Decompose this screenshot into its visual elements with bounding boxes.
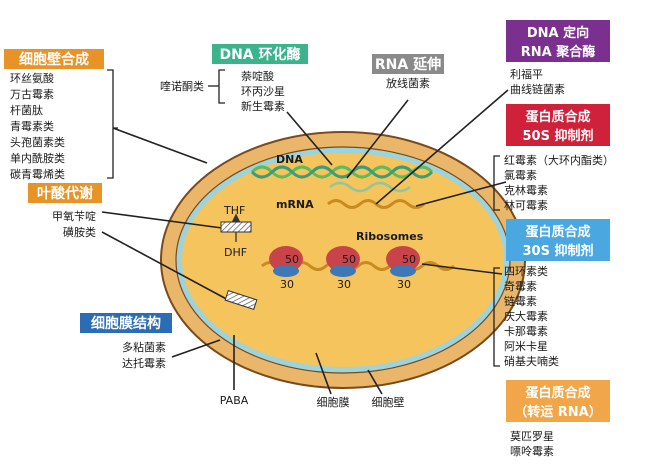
ribosome-2 <box>326 246 360 277</box>
protein-50s-title-2: 50S 抑制剂 <box>523 128 594 144</box>
dna-label: DNA <box>276 153 303 166</box>
drug-item: 红霉素（大环内酯类） <box>504 153 614 167</box>
membrane-structure-box <box>80 313 172 333</box>
pointer-lines <box>101 89 509 395</box>
drug-item: 克林霉素 <box>504 183 548 197</box>
mrna-label: mRNA <box>276 198 314 211</box>
rna-elongation-drug: 放线菌素 <box>386 76 430 90</box>
rna-elongation-box <box>372 54 444 74</box>
trimethoprim-target-box <box>220 221 252 233</box>
drug-item: 奇霉素 <box>504 280 537 293</box>
drug-item: 单内酰胺类 <box>10 151 65 165</box>
ribosome-2-30-label: 30 <box>337 278 351 291</box>
ribosome-3 <box>386 246 420 277</box>
ribosome-1-30-label: 30 <box>280 278 294 291</box>
rna-polymerase-title-1: DNA 定向 <box>527 25 589 41</box>
cell-wall-synthesis-title: 细胞壁合成 <box>19 51 89 68</box>
cell-wall-synthesis-box <box>4 49 104 69</box>
folate-metabolism-title: 叶酸代谢 <box>37 185 93 202</box>
drug-item: 四环素类 <box>504 264 548 278</box>
dna-gyrase-drug-list: 萘啶酸 环丙沙星 新生霉素 <box>241 69 285 113</box>
drug-item: 磺胺类 <box>63 225 96 239</box>
drug-item: 硝基夫喃类 <box>504 354 559 368</box>
ribosomes-label: Ribosomes <box>356 230 424 243</box>
ribosome-1-50-label: 50 <box>285 253 299 266</box>
trna-box <box>506 380 610 422</box>
drug-item: 氯霉素 <box>504 168 537 182</box>
drug-item: 庆大霉素 <box>504 309 548 323</box>
drug-item: 林可霉素 <box>504 198 548 212</box>
drug-item: 曲线链菌素 <box>510 82 565 96</box>
ribosome-3-50-label: 50 <box>402 253 416 266</box>
drug-item: 杆菌肽 <box>10 103 43 117</box>
drug-item: 链霉素 <box>504 294 537 308</box>
protein-50s-box <box>506 104 610 146</box>
cell-wall-drug-list: 环丝氨酸 万古霉素 杆菌肽 青霉素类 头孢菌素类 单内酰胺类 碳青霉烯类 <box>10 71 65 181</box>
drug-item: 莫匹罗星 <box>510 430 554 443</box>
drug-item: 碳青霉烯类 <box>10 167 65 181</box>
dhf-label: DHF <box>224 246 247 259</box>
protein-30s-title-2: 30S 抑制剂 <box>523 243 594 259</box>
drug-item: 新生霉素 <box>241 99 285 113</box>
quinolones-label: 喹诺酮类 <box>160 79 204 93</box>
trna-title-1: 蛋白质合成 <box>525 385 590 401</box>
drug-item: 利福平 <box>510 67 543 81</box>
membrane-label: 细胞膜 <box>317 396 350 409</box>
brackets <box>107 69 500 367</box>
drug-item: 卡那霉素 <box>504 325 548 338</box>
trna-title-2: （转运 RNA） <box>514 404 601 420</box>
drug-item: 甲氧苄啶 <box>52 209 96 223</box>
protein-50s-drug-list: 红霉素（大环内酯类） 氯霉素 克林霉素 林可霉素 <box>504 153 614 212</box>
protein-50s-title-1: 蛋白质合成 <box>525 109 590 125</box>
folate-drug-list: 甲氧苄啶 磺胺类 <box>52 209 96 239</box>
membrane-drug-list: 多粘菌素 达托霉素 <box>122 340 166 370</box>
drug-item: 嘌呤霉素 <box>510 444 554 458</box>
drug-item: 头孢菌素类 <box>10 135 65 149</box>
drug-item: 环丝氨酸 <box>10 71 54 85</box>
ribosome-1 <box>269 246 303 277</box>
drug-item: 阿米卡星 <box>504 340 548 353</box>
drug-item: 万古霉素 <box>10 88 54 101</box>
dna-gyrase-title: DNA 环化酶 <box>219 46 300 63</box>
rna-polymerase-drug-list: 利福平 曲线链菌素 <box>510 67 565 96</box>
folate-metabolism-box <box>28 183 102 203</box>
trna-drug-list: 莫匹罗星 嘌呤霉素 <box>510 430 554 458</box>
rna-polymerase-box <box>506 20 610 62</box>
ribosome-3-30-label: 30 <box>397 278 411 291</box>
drug-item: 萘啶酸 <box>241 69 274 83</box>
thf-label: THF <box>223 204 245 217</box>
protein-30s-title-1: 蛋白质合成 <box>525 224 590 240</box>
drug-item: 环丙沙星 <box>241 85 285 98</box>
ribosome-2-50-label: 50 <box>342 253 356 266</box>
drug-item: 青霉素类 <box>10 119 54 133</box>
protein-30s-box <box>506 219 610 261</box>
wall-label: 细胞壁 <box>372 395 405 409</box>
rna-elongation-title: RNA 延伸 <box>375 56 441 73</box>
dna-helix <box>250 165 434 193</box>
rna-polymerase-title-2: RNA 聚合酶 <box>521 44 595 60</box>
drug-item: 多粘菌素 <box>122 340 166 354</box>
dna-gyrase-box <box>212 44 308 64</box>
drug-item: 达托霉素 <box>122 356 166 370</box>
protein-30s-drug-list: 四环素类 奇霉素 链霉素 庆大霉素 卡那霉素 阿米卡星 硝基夫喃类 <box>504 264 559 368</box>
membrane-structure-title: 细胞膜结构 <box>91 315 161 332</box>
sulfonamide-target-box <box>224 289 258 311</box>
paba-label: PABA <box>220 394 249 407</box>
